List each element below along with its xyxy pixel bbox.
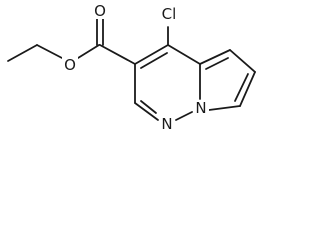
atom-ester-o: O xyxy=(62,56,78,74)
bond-c4a-c5 xyxy=(199,49,231,65)
bond-n-c1 xyxy=(134,102,159,121)
atom-bridgehead-n: N xyxy=(193,99,209,118)
atom-label-cl: Cl xyxy=(162,5,177,23)
bond-ethyl-ch2-o xyxy=(36,44,63,59)
atom-carbonyl-o: O xyxy=(93,2,107,20)
atom-ring-n: N xyxy=(159,115,175,133)
atom-label-carbonyl-o: O xyxy=(94,2,106,20)
bond-c6-c7 xyxy=(239,71,256,107)
bond-carbonyl-c-ring xyxy=(99,44,136,65)
bond-c4-c4a xyxy=(167,44,201,65)
bond-c6-c7-inner xyxy=(234,73,249,102)
bond-ester-o-carbonyl-c xyxy=(77,44,100,59)
structure-diagram: Cl O O N N xyxy=(7,2,256,133)
bond-n-n xyxy=(175,111,193,121)
atom-label-ring-n: N xyxy=(161,115,172,133)
bond-c4a-c5-inner xyxy=(205,57,229,70)
bond-c5-c6 xyxy=(229,49,256,73)
atom-cl: Cl xyxy=(157,4,181,24)
atom-label-ester-o: O xyxy=(64,56,76,74)
bond-c3-c4 xyxy=(134,44,169,65)
bond-n-c1-inner xyxy=(140,100,157,114)
atom-label-bridgehead-n: N xyxy=(195,99,206,117)
bond-ethyl-ch3-ch2 xyxy=(7,44,38,62)
bond-c7-n xyxy=(208,105,241,111)
bond-c3-c4-inner xyxy=(140,52,168,69)
